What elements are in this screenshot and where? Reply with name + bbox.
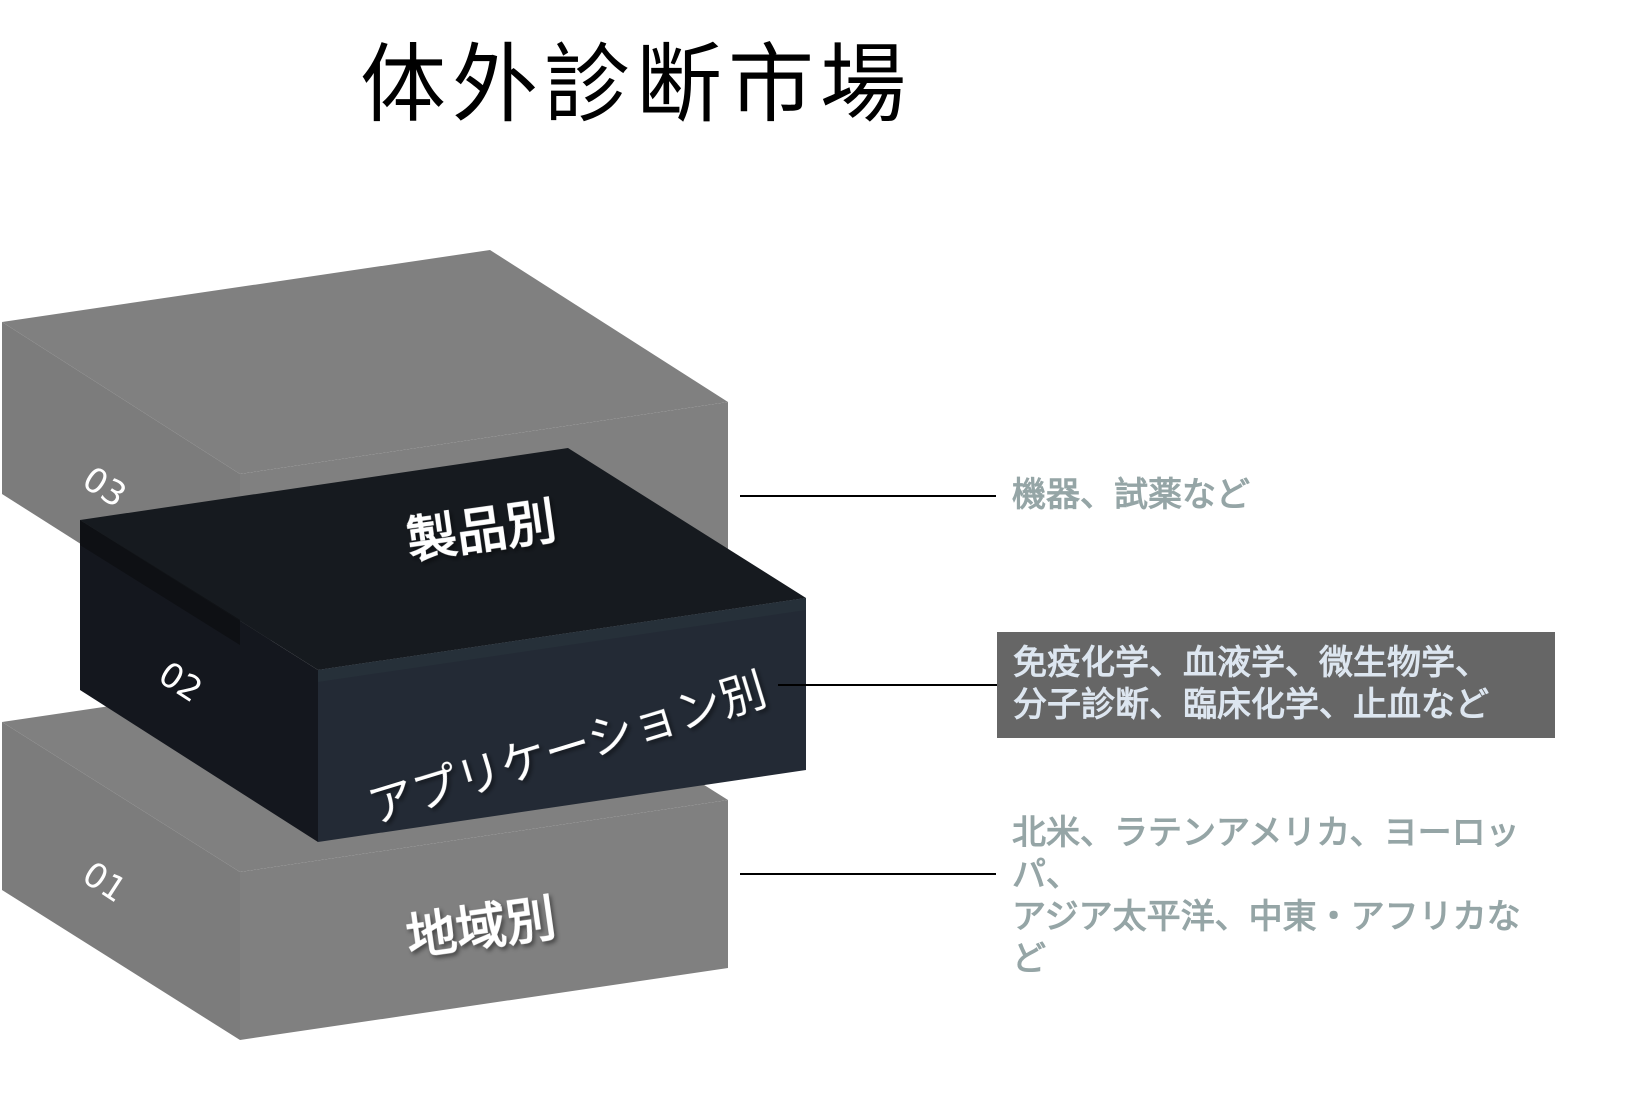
description-line: 機器、試薬など	[1012, 475, 1250, 515]
description-line: 分子診断、臨床化学、止血など	[1013, 685, 1489, 725]
connector-line-01	[740, 873, 996, 875]
connector-line-02	[778, 684, 997, 686]
layer-01-description: 北米、ラテンアメリカ、ヨーロッパ、 アジア太平洋、中東・アフリカな ど	[1012, 812, 1552, 980]
layer-02-box: 02 製品別 アプリケーション別	[80, 448, 806, 842]
layer-02-description-callout: 免疫化学、血液学、微生物学、 分子診断、臨床化学、止血など	[997, 632, 1555, 738]
page-title: 体外診断市場	[360, 35, 912, 135]
connector-line-03	[740, 495, 996, 497]
description-line: 免疫化学、血液学、微生物学、	[1013, 643, 1489, 683]
description-line: ど	[1012, 939, 1046, 979]
description-line: 北米、ラテンアメリカ、ヨーロッパ、	[1012, 813, 1520, 895]
description-line: アジア太平洋、中東・アフリカな	[1012, 897, 1521, 937]
layer-03-description: 機器、試薬など	[1012, 474, 1250, 516]
